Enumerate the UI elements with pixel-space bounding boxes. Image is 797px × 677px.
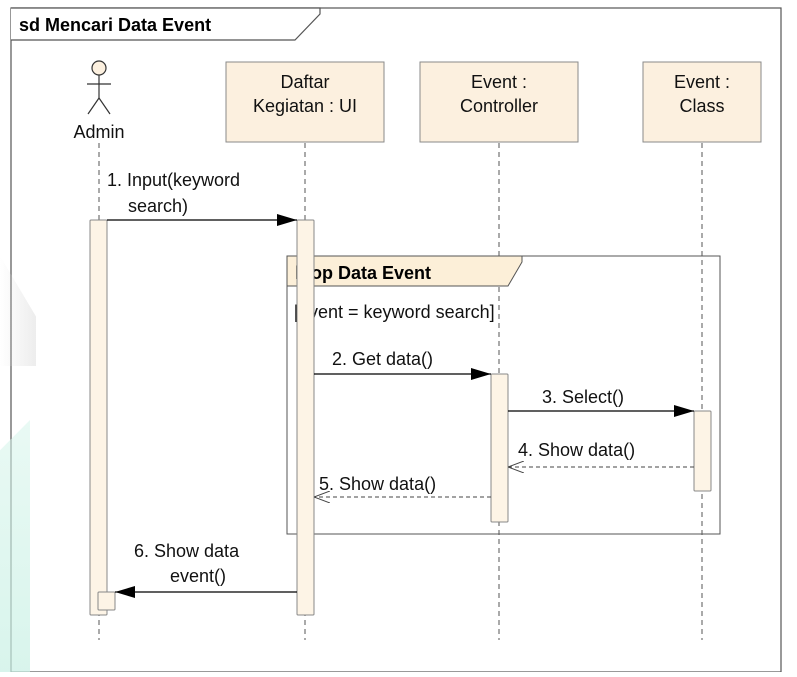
message-3-label: 3. Select(): [542, 387, 624, 407]
loop-label-tab: [286, 255, 523, 287]
message-6-label-line2: event(): [170, 566, 226, 586]
object-label-class-line1: Event :: [674, 72, 730, 92]
object-label-class-line2: Class: [679, 96, 724, 116]
message-2-label: 2. Get data(): [332, 349, 433, 369]
activation-class: [693, 410, 712, 492]
object-label-controller-line2: Controller: [460, 96, 538, 116]
frame-title-tab: [11, 7, 321, 41]
activation-controller: [490, 373, 509, 523]
object-label-ui-line1: Daftar: [280, 72, 329, 92]
loop-fragment: loop Data Event [event = keyword search]: [286, 255, 721, 535]
activation-admin-nested: [97, 591, 116, 611]
frame-title: sd Mencari Data Event: [19, 15, 211, 35]
activations: [89, 219, 712, 616]
message-1-label-line1: 1. Input(keyword: [107, 170, 240, 190]
admin-actor-icon: [87, 60, 111, 115]
object-label-ui-line2: Kegiatan : UI: [253, 96, 357, 116]
object-label-controller-line1: Event :: [471, 72, 527, 92]
admin-label: Admin: [73, 122, 124, 142]
message-5-label: 5. Show data(): [319, 474, 436, 494]
lifeline-heads: Admin Daftar Kegiatan : UI Event : Contr…: [73, 60, 762, 143]
messages: 1. Input(keyword search) 2. Get data() 3…: [107, 170, 694, 598]
activation-admin: [89, 219, 108, 616]
object-box-class: [642, 61, 762, 143]
loop-label: loop Data Event: [295, 263, 431, 283]
message-4-label: 4. Show data(): [518, 440, 635, 460]
loop-guard: [event = keyword search]: [294, 302, 495, 322]
message-1-label-line2: search): [128, 196, 188, 216]
object-box-controller: [419, 61, 579, 143]
message-6-label-line1: 6. Show data: [134, 541, 240, 561]
object-box-ui: [225, 61, 385, 143]
activation-ui: [296, 219, 315, 616]
